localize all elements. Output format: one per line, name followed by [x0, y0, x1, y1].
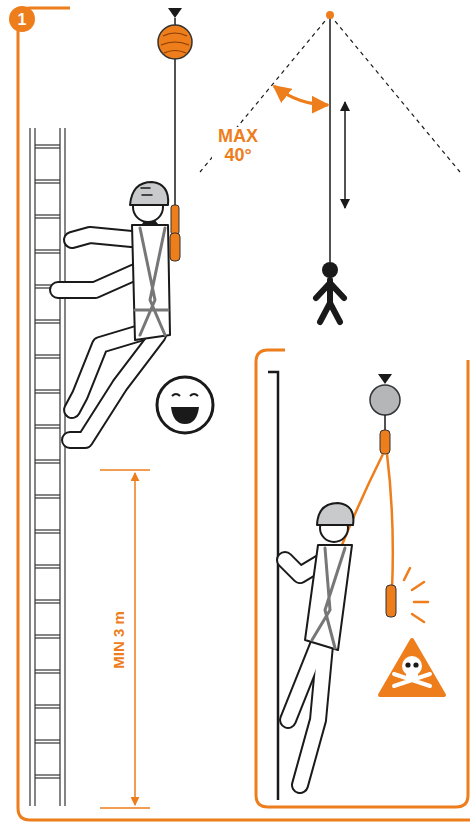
- danger-burst: [404, 568, 428, 622]
- anchor-symbol: [168, 8, 182, 18]
- carabiner: [170, 233, 180, 261]
- angle-limit: MAX 40°: [212, 127, 264, 165]
- anchor-symbol: [378, 374, 392, 384]
- connector: [171, 205, 179, 235]
- wall: [268, 372, 278, 800]
- ladder: [30, 128, 65, 806]
- fall-arrester: [158, 25, 192, 59]
- clearance-dimension: [100, 470, 150, 808]
- swing-angle: [200, 11, 460, 322]
- worker: [285, 503, 353, 785]
- step-number: 1: [9, 11, 35, 28]
- energy-absorber: [386, 585, 396, 617]
- carabiner: [380, 430, 390, 454]
- clearance-label: MIN 3 m: [111, 595, 127, 685]
- panel-frame: [18, 8, 470, 820]
- inset-frame: [256, 350, 468, 807]
- climber: [58, 182, 170, 440]
- step-badge: [9, 6, 35, 32]
- approved-smiley: [157, 377, 213, 433]
- danger-sign: [380, 640, 444, 695]
- lanyard: [387, 454, 393, 590]
- fall-arrester: [370, 385, 400, 415]
